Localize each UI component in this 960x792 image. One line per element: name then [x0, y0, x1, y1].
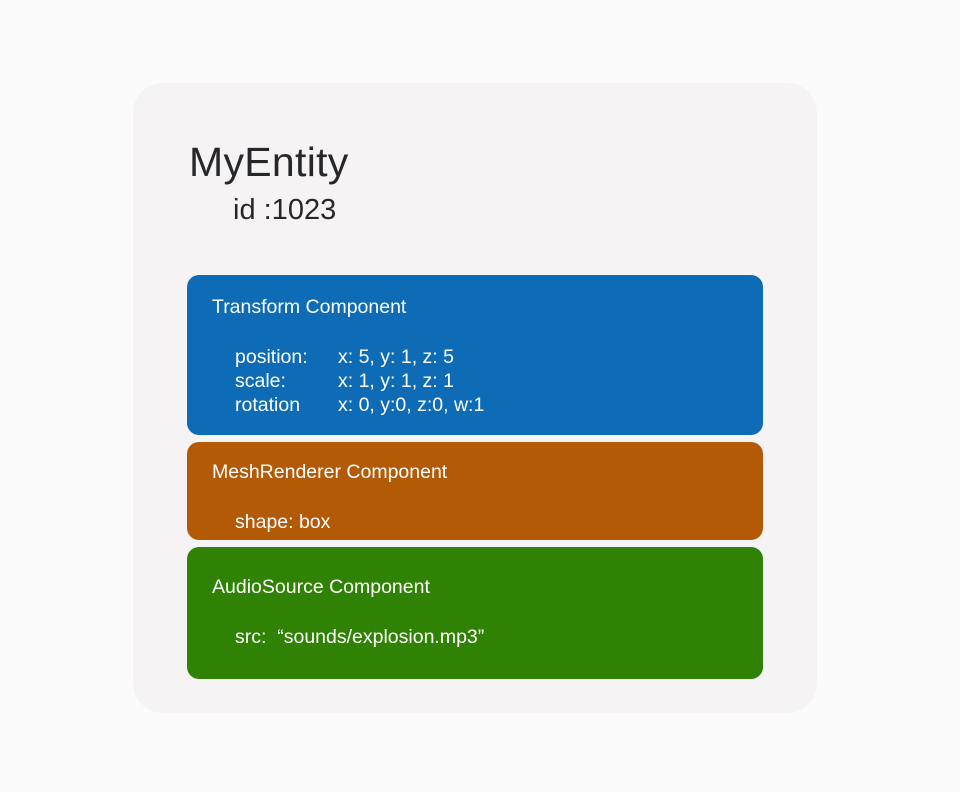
- audiosource-src-line: src: “sounds/explosion.mp3”: [235, 626, 485, 648]
- transform-component-title: Transform Component: [212, 296, 407, 318]
- transform-scale-value: x: 1, y: 1, z: 1: [338, 370, 454, 392]
- transform-component-card: Transform Component position: x: 5, y: 1…: [187, 275, 763, 435]
- entity-id: id :1023: [233, 194, 337, 226]
- transform-position-value: x: 5, y: 1, z: 5: [338, 346, 454, 368]
- meshrenderer-shape-line: shape: box: [235, 511, 331, 533]
- meshrenderer-component-card: MeshRenderer Component shape: box: [187, 442, 763, 540]
- audiosource-component-title: AudioSource Component: [212, 576, 430, 598]
- component-list: Transform Component position: x: 5, y: 1…: [133, 275, 817, 679]
- transform-component-body: position: x: 5, y: 1, z: 5 scale: x: 1, …: [235, 345, 739, 417]
- meshrenderer-component-title: MeshRenderer Component: [212, 461, 448, 483]
- audiosource-component-card: AudioSource Component src: “sounds/explo…: [187, 547, 763, 679]
- transform-scale-label: scale:: [235, 370, 286, 392]
- entity-title: MyEntity: [189, 139, 349, 185]
- transform-position-row: position: x: 5, y: 1, z: 5: [235, 345, 739, 369]
- meshrenderer-component-body: shape: box: [235, 510, 739, 534]
- entity-card: MyEntity id :1023 Transform Component po…: [133, 83, 817, 713]
- transform-scale-row: scale: x: 1, y: 1, z: 1: [235, 369, 739, 393]
- transform-rotation-row: rotation x: 0, y:0, z:0, w:1: [235, 393, 739, 417]
- audiosource-component-body: src: “sounds/explosion.mp3”: [235, 625, 739, 649]
- transform-position-label: position:: [235, 346, 308, 368]
- transform-rotation-value: x: 0, y:0, z:0, w:1: [338, 394, 485, 416]
- transform-rotation-label: rotation: [235, 394, 301, 416]
